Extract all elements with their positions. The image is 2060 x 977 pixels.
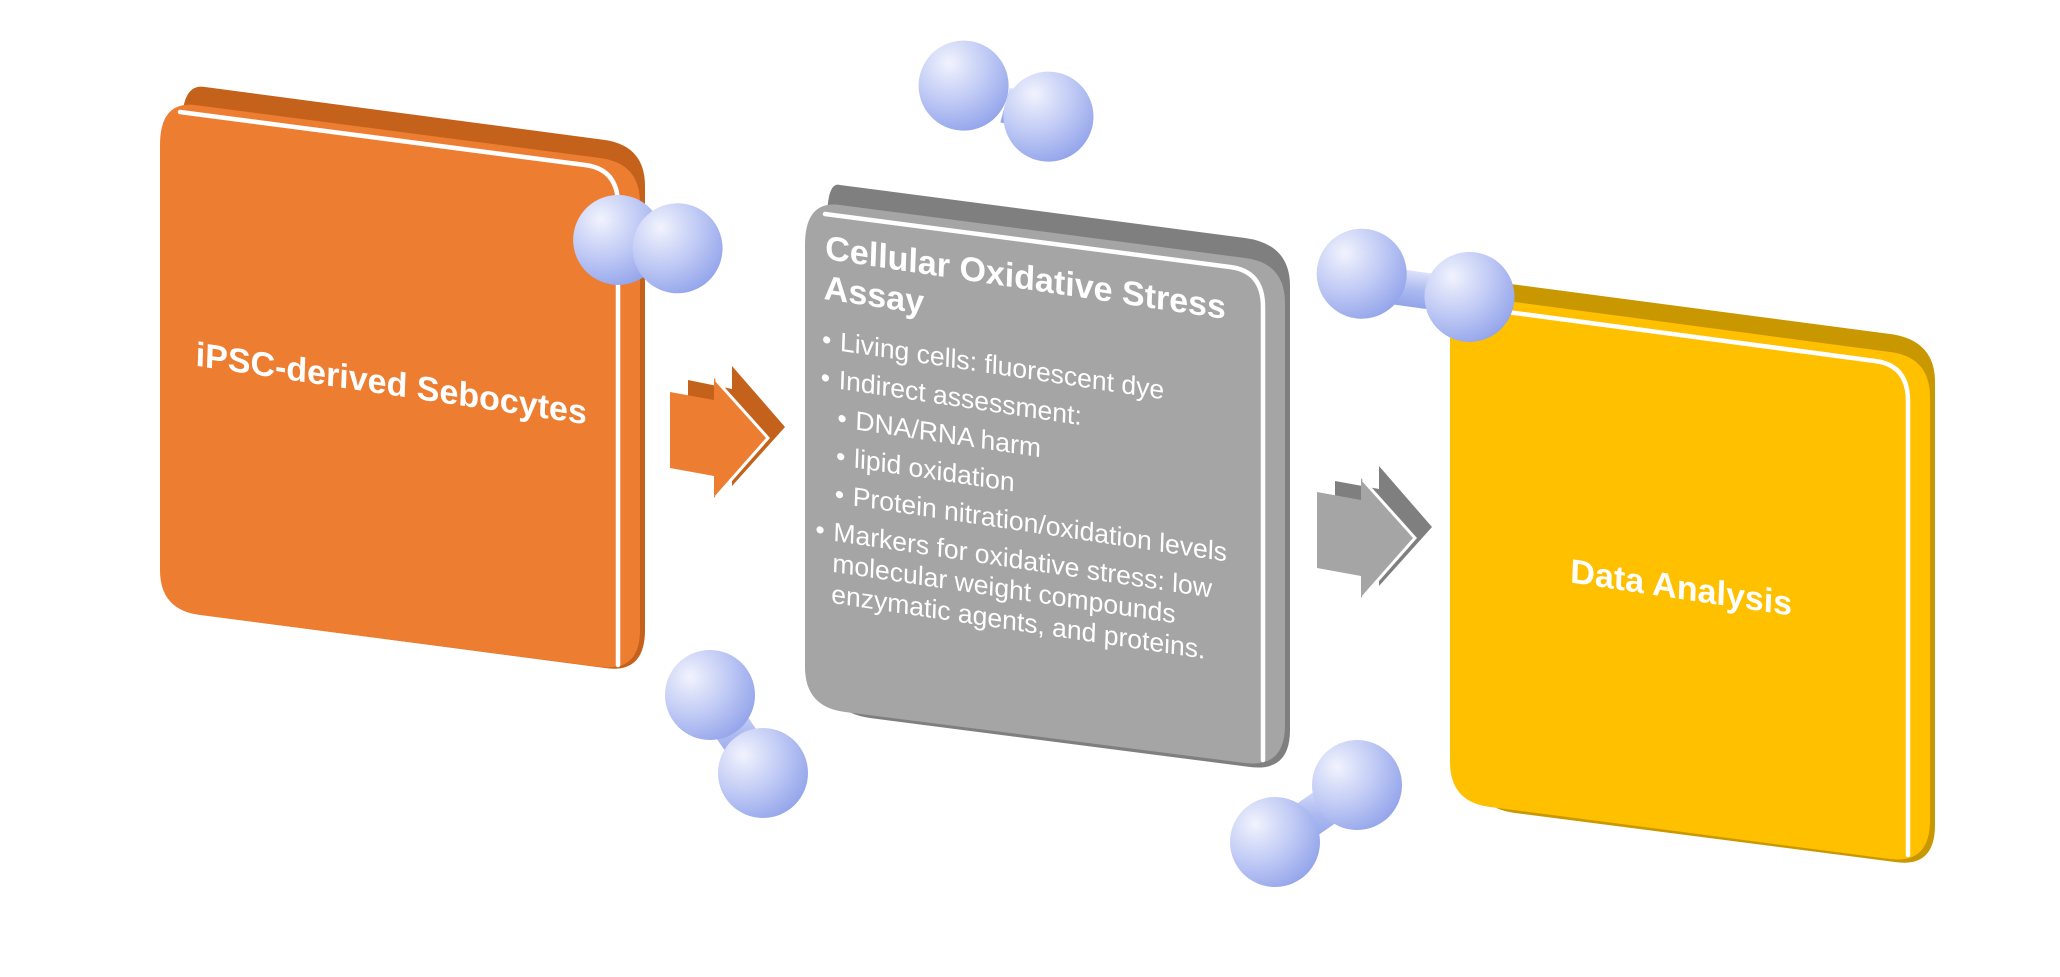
card-analysis [1450,279,1935,863]
molecule-icon [918,40,1094,162]
assay-text-block: Cellular Oxidative Stress Assay Living c… [812,228,1246,677]
molecule-icon [665,650,808,818]
arrow-assay-to-analysis [1317,466,1432,598]
arrow-sebocytes-to-assay [670,366,785,498]
assay-bullet-list: Living cells: fluorescent dye Indirect a… [813,324,1243,670]
card-analysis-highlight [1467,304,1911,858]
card-analysis-face [1450,297,1930,860]
molecule-icon [1316,228,1515,342]
card-assay-highlight [822,211,1266,763]
molecule-icon [573,194,723,294]
card-sebocytes [160,86,645,669]
molecule-icon [1230,740,1402,887]
card-sebocytes-face [160,104,640,668]
